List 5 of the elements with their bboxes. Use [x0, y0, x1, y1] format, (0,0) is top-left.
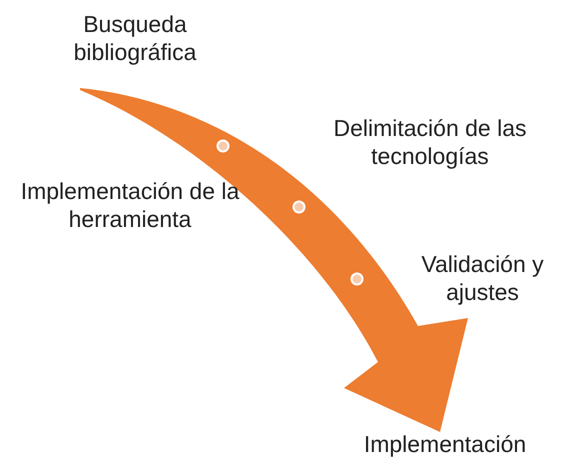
step-label: Validación y ajustes — [420, 250, 545, 306]
step-label: Delimitación de las tecnologías — [332, 114, 528, 170]
step-label: Implementación — [362, 430, 528, 458]
step-label: Implementación de la herramienta — [20, 177, 240, 233]
step-label: Busqueda bibliográfica — [72, 10, 198, 66]
